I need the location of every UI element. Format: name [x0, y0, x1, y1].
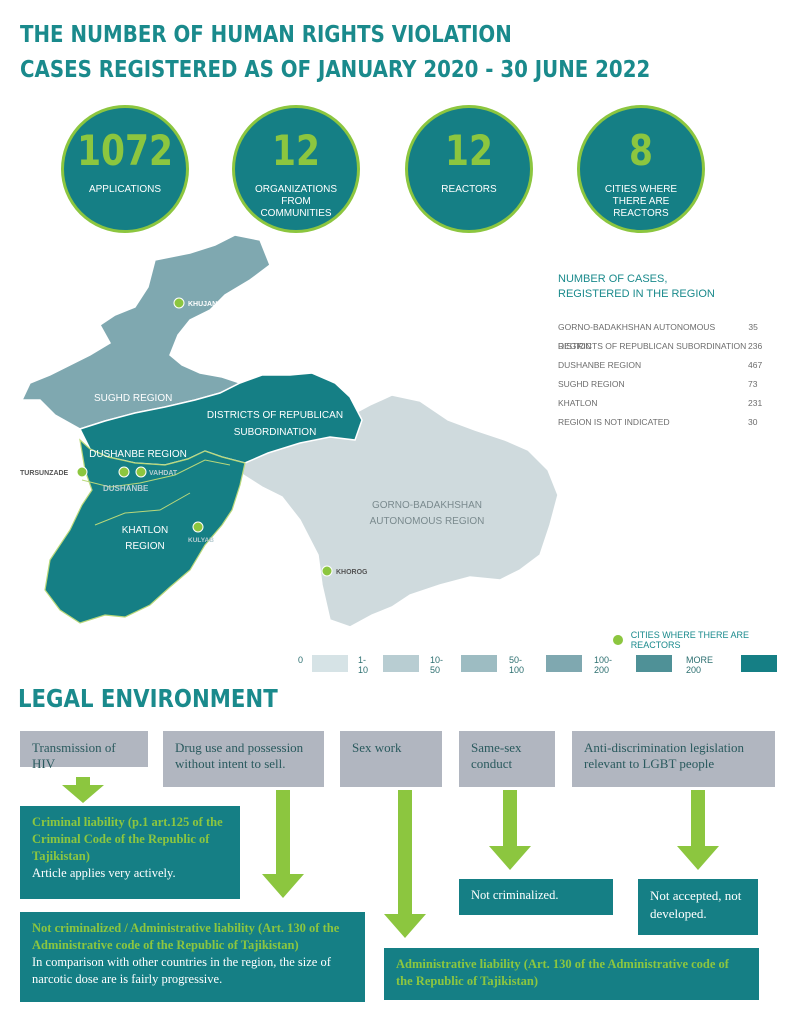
stat-value: 12: [445, 126, 493, 175]
page-title: THE NUMBER OF HUMAN RIGHTS VIOLATION CAS…: [20, 18, 651, 88]
region-khatlon: [44, 438, 246, 624]
city-tursunzade: TURSUNZADE: [20, 470, 69, 477]
stat-label: APPLICATIONS: [88, 184, 162, 195]
stat-value: 8: [629, 126, 653, 175]
case-region: DISTRICTS OF REPUBLICAN SUBORDINATION: [558, 341, 747, 351]
outcome-hiv: Criminal liability (p.1 art.125 of the C…: [20, 806, 240, 899]
outcome-hiv-note: Article applies very actively.: [32, 866, 176, 880]
cases-title-line-2: REGISTERED IN THE REGION: [558, 288, 715, 300]
city-marker-khorog: [321, 565, 333, 577]
city-marker-dushanbe: [118, 466, 130, 478]
case-row: KHATLON 231: [558, 394, 778, 413]
arrow-down-icon: [384, 790, 426, 938]
stat-value: 12: [272, 126, 320, 175]
case-region: REGION IS NOT INDICATED: [558, 417, 670, 427]
case-value: 236: [748, 341, 763, 351]
stat-label: REACTORS: [441, 184, 497, 195]
case-row: GORNO-BADAKHSHAN AUTONOMOUS REGION 35: [558, 318, 778, 351]
label-drs-1: DISTRICTS OF REPUBLICAN: [207, 410, 343, 421]
scale-swatch: [383, 655, 419, 672]
label-khatlon-2: REGION: [125, 541, 164, 552]
case-region: KHATLON: [558, 398, 598, 408]
arrow-down-icon: [62, 777, 104, 803]
stat-label: CITIES WHERE THERE ARE REACTORS: [604, 184, 678, 219]
case-row: SUGHD REGION 73: [558, 375, 778, 394]
scale-label: 1-10: [358, 655, 369, 675]
case-value: 35: [748, 322, 758, 332]
tajikistan-map: SUGHD REGION DISTRICTS OF REPUBLICAN SUB…: [20, 234, 559, 628]
scale-swatch: [741, 655, 777, 672]
stat-cities: 8 CITIES WHERE THERE ARE REACTORS: [577, 105, 705, 233]
stat-reactors: 12 REACTORS: [405, 105, 533, 233]
scale-label: 100-200: [594, 655, 613, 675]
legal-heading: LEGAL ENVIRONMENT: [18, 684, 278, 713]
city-dushanbe: DUSHANBE: [103, 484, 149, 493]
case-region: SUGHD REGION: [558, 379, 625, 389]
title-line-1: THE NUMBER OF HUMAN RIGHTS VIOLATION: [20, 22, 512, 48]
label-dushanbe-region: DUSHANBE REGION: [89, 449, 187, 460]
label-gbao-2: AUTONOMOUS REGION: [370, 516, 485, 527]
category-samesex: Same-sex conduct: [459, 731, 555, 787]
cases-title: NUMBER OF CASES, REGISTERED IN THE REGIO…: [558, 272, 758, 302]
stat-value: 1072: [77, 126, 173, 175]
reactor-legend-label: CITIES WHERE THERE ARE REACTORS: [630, 630, 750, 650]
city-khujand: KHUJAND: [188, 301, 222, 308]
case-value: 231: [748, 398, 763, 408]
region-dushanbe-border-2: [94, 492, 191, 526]
label-drs-2: SUBORDINATION: [234, 427, 317, 438]
city-khorog: KHOROG: [336, 569, 368, 576]
case-value: 73: [748, 379, 758, 389]
outcome-drugs-note: In comparison with other countries in th…: [32, 955, 331, 986]
label-khatlon-1: KHATLON: [122, 525, 169, 536]
reactor-legend: CITIES WHERE THERE ARE REACTORS: [613, 630, 796, 650]
scale-label: 0: [298, 655, 304, 665]
arrow-down-icon: [677, 790, 719, 870]
city-marker-kulyab: [192, 521, 204, 533]
case-region: DUSHANBE REGION: [558, 360, 642, 370]
stat-organizations: 12 ORGANIZATIONS FROM COMMUNITIES: [232, 105, 360, 233]
scale-swatch: [546, 655, 582, 672]
label-gbao-1: GORNO-BADAKHSHAN: [372, 500, 482, 511]
title-line-2: CASES REGISTERED AS OF JANUARY 2020 - 30…: [20, 57, 651, 83]
city-kulyab: KULYAB: [188, 537, 214, 544]
city-marker-khujand: [173, 297, 185, 309]
stat-label: ORGANIZATIONS FROM COMMUNITIES: [254, 184, 338, 219]
cases-title-line-1: NUMBER OF CASES,: [558, 273, 668, 285]
outcome-hiv-title: Criminal liability (p.1 art.125 of the C…: [32, 815, 223, 863]
city-vahdat: VAHDAT: [149, 470, 178, 477]
green-dot-icon: [613, 635, 623, 645]
case-row: REGION IS NOT INDICATED 30: [558, 413, 778, 432]
scale-label: MORE 200: [686, 655, 713, 675]
arrow-down-icon: [262, 790, 304, 898]
arrow-down-icon: [489, 790, 531, 870]
city-marker-tursunzade: [76, 466, 88, 478]
stat-applications: 1072 APPLICATIONS: [61, 105, 189, 233]
label-sughd: SUGHD REGION: [94, 393, 172, 404]
outcome-sexwork: Administrative liability (Art. 130 of th…: [384, 948, 759, 1000]
city-marker-vahdat: [135, 466, 147, 478]
outcome-drugs: Not criminalized / Administrative liabil…: [20, 912, 365, 1002]
scale-swatch: [636, 655, 672, 672]
category-drugs: Drug use and possession without intent t…: [163, 731, 324, 787]
scale-label: 10-50: [430, 655, 444, 675]
category-sexwork: Sex work: [340, 731, 442, 787]
case-value: 467: [748, 360, 763, 370]
category-hiv: Transmission of HIV: [20, 731, 148, 771]
case-value: 30: [748, 417, 758, 427]
scale-label: 50-100: [509, 655, 525, 675]
scale-swatch: [312, 655, 348, 672]
case-region: GORNO-BADAKHSHAN AUTONOMOUS REGION: [558, 322, 716, 351]
outcome-sexwork-title: Administrative liability (Art. 130 of th…: [396, 957, 729, 988]
outcome-samesex: Not criminalized.: [459, 879, 613, 915]
scale-swatch: [461, 655, 497, 672]
cases-list: GORNO-BADAKHSHAN AUTONOMOUS REGION 35 DIS…: [558, 318, 778, 432]
region-dushanbe-border: [81, 459, 231, 488]
outcome-drugs-title: Not criminalized / Administrative liabil…: [32, 921, 340, 952]
outcome-antidisc: Not accepted, not developed.: [638, 879, 758, 935]
case-row: DUSHANBE REGION 467: [558, 356, 778, 375]
category-antidisc: Anti-discrimination legislation relevant…: [572, 731, 775, 787]
